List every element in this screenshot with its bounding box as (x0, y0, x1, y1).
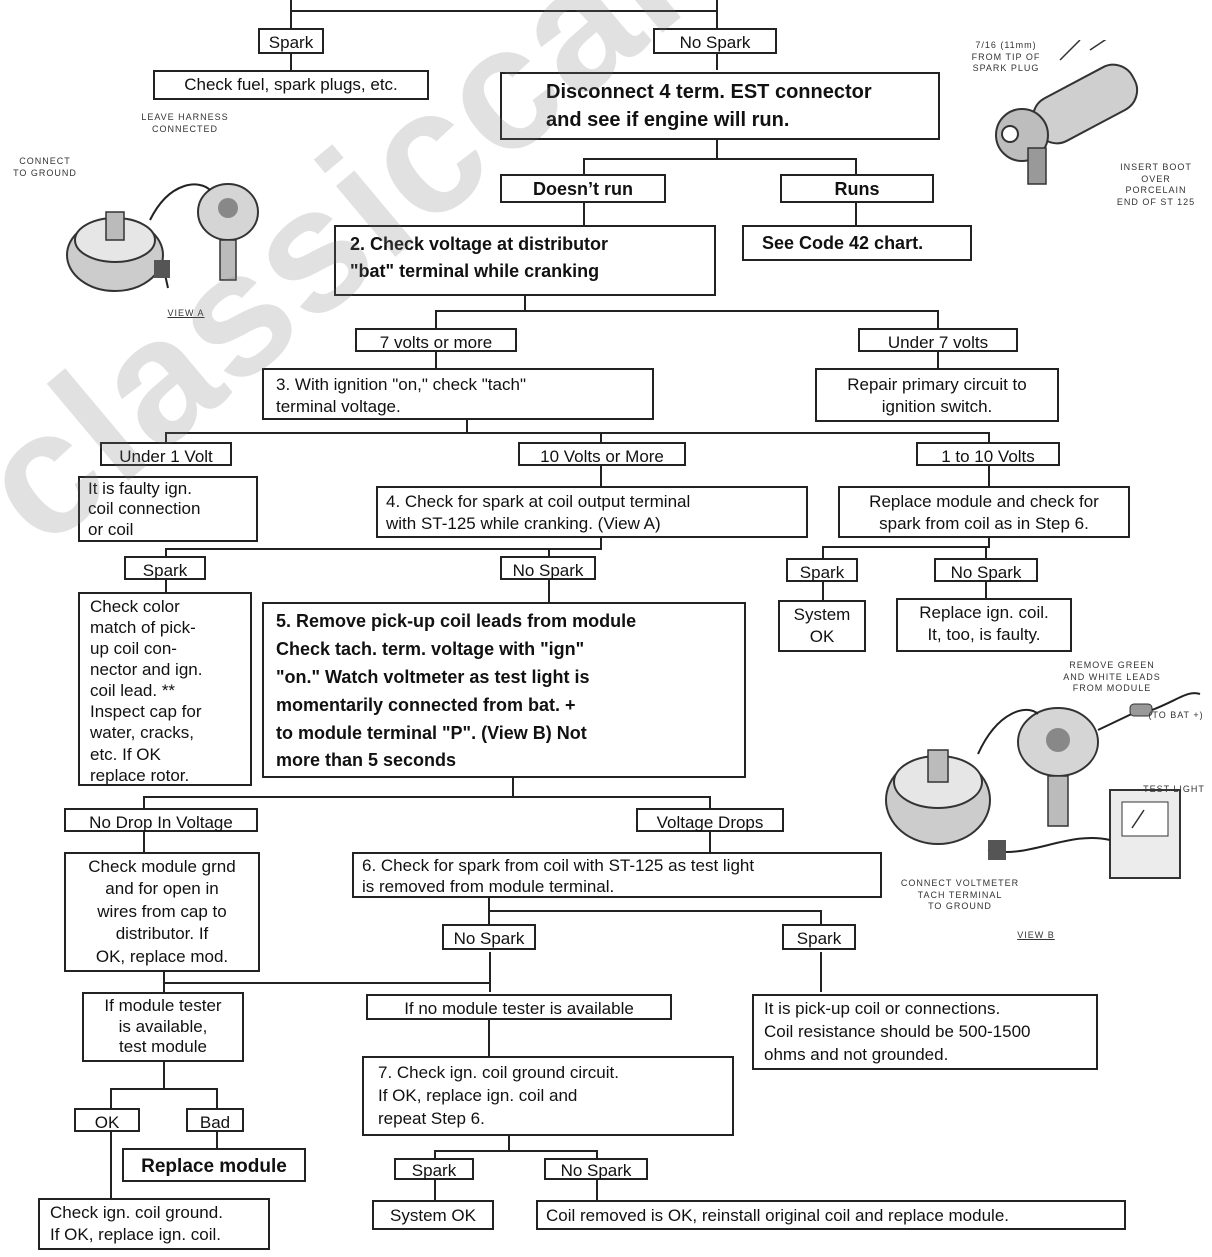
spark-step6-box: Spark (782, 924, 856, 950)
bad-box: Bad (186, 1108, 244, 1132)
no-spark-right-box: No Spark (934, 558, 1038, 582)
view-a-illustration (66, 183, 259, 292)
if-tester-available-box: If module tester is available, test modu… (82, 992, 244, 1062)
pickup-coil-box: It is pick-up coil or connections. Coil … (752, 994, 1098, 1070)
connect-voltmeter-caption: CONNECT VOLTMETER TACH TERMINAL TO GROUN… (900, 878, 1020, 912)
seven-or-more-box: 7 volts or more (355, 328, 517, 352)
check-coil-ground-box: Check ign. coil ground. If OK, replace i… (38, 1198, 270, 1250)
replace-module-box: Replace module (122, 1148, 306, 1182)
system-ok-box-1: System OK (778, 600, 866, 652)
step6-box: 6. Check for spark from coil with ST-125… (352, 852, 882, 898)
one-to-ten-volts-box: 1 to 10 Volts (916, 442, 1060, 466)
code42-box: See Code 42 chart. (742, 225, 972, 261)
spark-top-box: Spark (258, 28, 324, 54)
connect-ground-caption: CONNECT TO GROUND (13, 156, 77, 178)
replace-ign-coil-box: Replace ign. coil. It, too, is faulty. (896, 598, 1072, 652)
faulty-coil-box: It is faulty ign. coil connection or coi… (78, 476, 258, 542)
spark-right-box: Spark (786, 558, 858, 582)
no-spark-step6-box: No Spark (442, 924, 536, 950)
view-b-illustration (885, 692, 1201, 879)
no-drop-voltage-box: No Drop In Voltage (64, 808, 258, 832)
repair-primary-box: Repair primary circuit to ignition switc… (815, 368, 1059, 422)
spark-left-box: Spark (124, 556, 206, 580)
doesnt-run-box: Doesn’t run (500, 174, 666, 203)
check-color-box: Check color match of pick- up coil con- … (78, 592, 252, 786)
test-light-caption: TEST LIGHT (1143, 784, 1205, 794)
disconnect-est-box: Disconnect 4 term. EST connector and see… (500, 72, 940, 140)
ten-volts-or-more-box: 10 Volts or More (518, 442, 686, 466)
remove-green-caption: REMOVE GREEN AND WHITE LEADS FROM MODULE (1063, 660, 1161, 694)
under-seven-box: Under 7 volts (858, 328, 1018, 352)
leave-harness-caption: LEAVE HARNESS CONNECTED (141, 112, 229, 134)
voltage-drops-box: Voltage Drops (636, 808, 784, 832)
step2-box: 2. Check voltage at distributor "bat" te… (334, 225, 716, 296)
step4-box: 4. Check for spark at coil output termin… (376, 486, 808, 538)
under-one-volt-box: Under 1 Volt (100, 442, 232, 466)
runs-box: Runs (780, 174, 934, 203)
step3-box: 3. With ignition "on," check "tach" term… (262, 368, 654, 420)
coil-removed-box: Coil removed is OK, reinstall original c… (536, 1200, 1126, 1230)
step7-box: 7. Check ign. coil ground circuit. If OK… (362, 1056, 734, 1136)
check-module-ground-box: Check module grnd and for open in wires … (64, 852, 260, 972)
system-ok-box-2: System OK (372, 1200, 494, 1230)
to-bat-caption: (TO BAT +) (1148, 710, 1204, 720)
step5-box: 5. Remove pick-up coil leads from module… (262, 602, 746, 778)
spark-tester-illustration (995, 40, 1139, 185)
no-spark-step7-box: No Spark (544, 1158, 648, 1180)
insert-boot-caption: INSERT BOOT OVER PORCELAIN END OF ST 125 (1116, 162, 1196, 208)
from-tip-caption: 7/16 (11mm) FROM TIP OF SPARK PLUG (971, 40, 1041, 74)
replace-module-check-box: Replace module and check for spark from … (838, 486, 1130, 538)
check-fuel-box: Check fuel, spark plugs, etc. (153, 70, 429, 100)
spark-step7-box: Spark (394, 1158, 474, 1180)
ok-box: OK (74, 1108, 140, 1132)
view-b-caption: VIEW B (1017, 930, 1055, 940)
no-spark-top-box: No Spark (653, 28, 777, 54)
no-spark-mid-box: No Spark (500, 556, 596, 580)
if-no-tester-box: If no module tester is available (366, 994, 672, 1020)
view-a-caption: VIEW A (167, 308, 205, 318)
